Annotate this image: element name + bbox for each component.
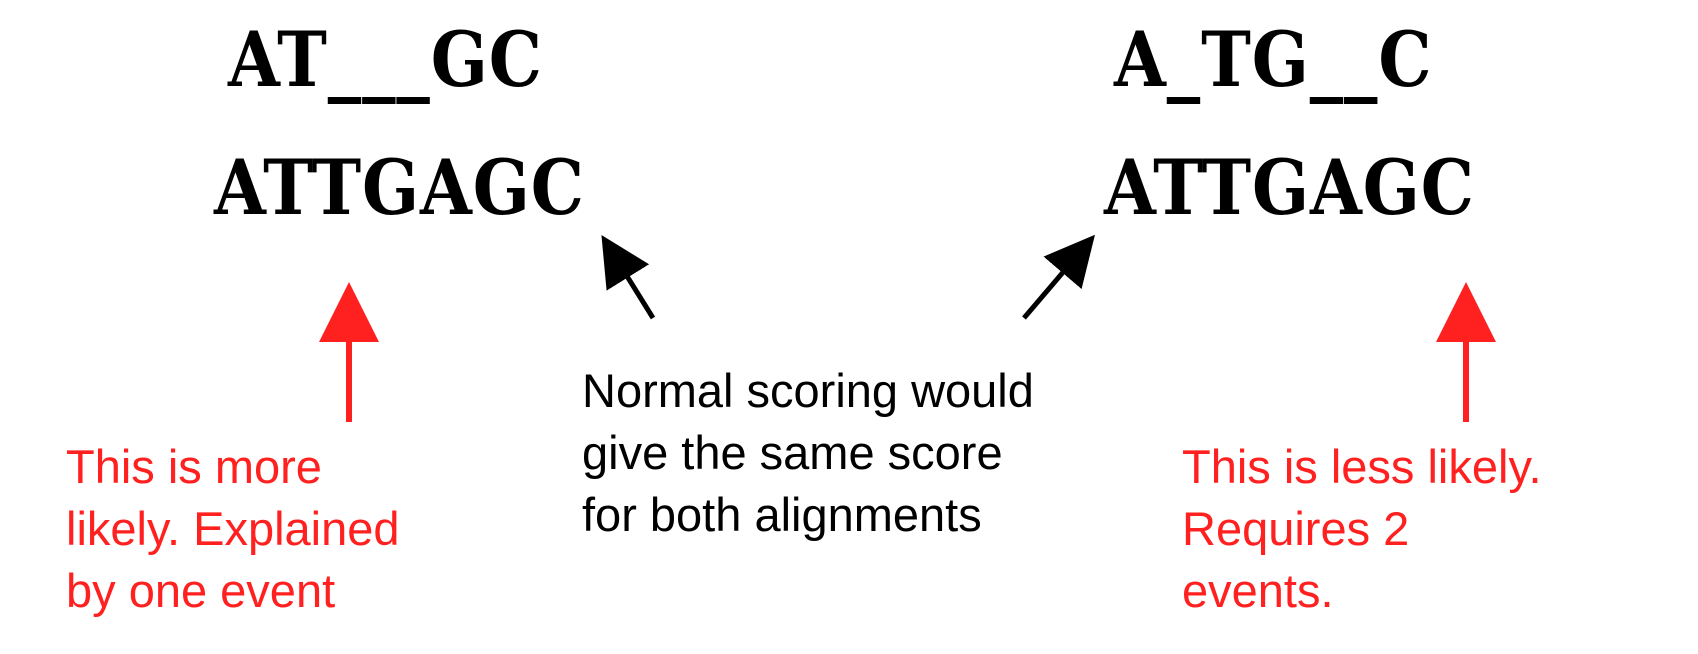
left-alignment-top-sequence: AT___GC bbox=[228, 15, 543, 104]
right-alignment-bottom-sequence: ATTGAGC bbox=[1104, 143, 1475, 232]
left-black-arrow bbox=[601, 235, 656, 320]
left-alignment-bottom-sequence: ATTGAGC bbox=[214, 143, 585, 232]
right-note: This is less likely. Requires 2 events. bbox=[1182, 440, 1542, 617]
right-alignment-top-sequence: A_TG__C bbox=[1114, 15, 1433, 104]
right-black-arrow bbox=[1022, 234, 1095, 320]
left-note: This is more likely. Explained by one ev… bbox=[66, 440, 400, 617]
center-note: Normal scoring would give the same score… bbox=[582, 364, 1034, 541]
